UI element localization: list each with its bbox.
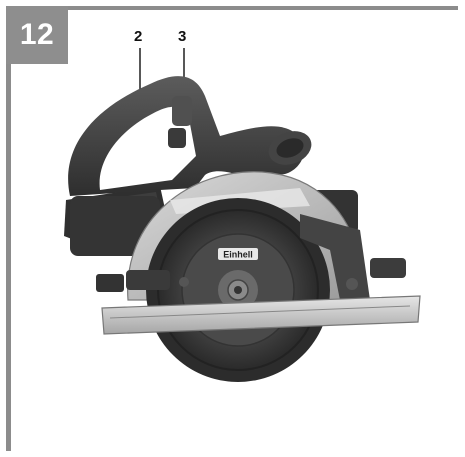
frame-top-rule [6,6,458,10]
switch-lock-button [172,96,192,126]
callout-label-3: 3 [178,28,187,45]
frame-left-rule [6,6,11,451]
base-plate [96,258,421,335]
callout-label-2: 2 [134,28,143,45]
saw-blade: Einhell [146,198,330,382]
main-handle [68,76,312,196]
blade-brand-label [218,248,258,260]
on-off-switch [168,128,186,148]
blade-brand-text: Einhell [223,250,253,260]
figure-frame: 12 [6,6,458,451]
figure-number: 12 [6,6,68,64]
